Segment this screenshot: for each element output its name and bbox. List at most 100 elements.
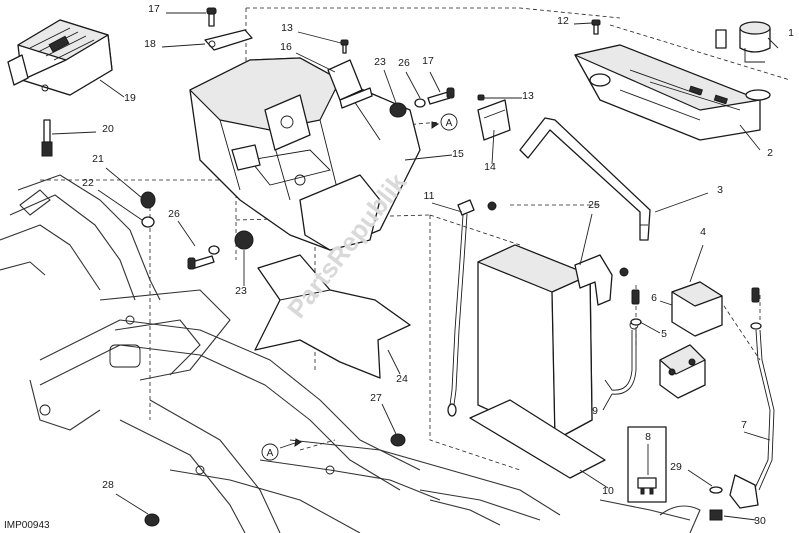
callout-number: 29 (670, 461, 682, 473)
fuse-inset-box (627, 426, 667, 503)
callout-number: 14 (484, 161, 496, 173)
callout-number: 18 (144, 38, 156, 50)
battery-tray (189, 57, 421, 251)
clip-bracket-14 (477, 94, 511, 141)
nut-28 (144, 513, 160, 527)
callout-number: 21 (92, 153, 104, 165)
nut-27 (390, 433, 406, 447)
callout-number: 3 (717, 184, 723, 196)
battery (477, 244, 593, 441)
callout-leader-line (579, 469, 609, 489)
callout-number: 8 (645, 431, 651, 443)
callout-leader-line (689, 244, 704, 283)
image-code: IMP00943 (4, 520, 50, 531)
bracket-plate (204, 29, 253, 51)
washer-nut-29-30 (709, 486, 723, 521)
bolts-washers-4-5 (630, 287, 762, 330)
grommet-spacer-bolt-lower (187, 230, 254, 270)
callout-leader-line (99, 79, 125, 98)
callout-leader-line (659, 300, 673, 306)
grommet-spacer-left (140, 191, 156, 228)
callout-number: 15 (452, 148, 464, 160)
callout-leader-line (573, 22, 593, 25)
callout-leader-line (97, 189, 143, 221)
callout-number: 17 (148, 3, 160, 15)
callout-leader-line (431, 202, 463, 213)
screw-13-left (340, 39, 349, 54)
callout-number: 11 (424, 190, 435, 202)
reference-mark-a-upper: A (431, 113, 458, 131)
callout-number: 24 (396, 373, 408, 385)
callout-number: 23 (374, 56, 386, 68)
callout-number: 17 (422, 55, 434, 67)
callout-number: 16 (280, 41, 292, 53)
callout-leader-line (295, 52, 336, 73)
callout-number: 22 (82, 177, 94, 189)
callout-number: 26 (398, 57, 410, 69)
callout-leader-line (51, 131, 97, 135)
callout-leaders (51, 12, 779, 521)
svg-text:A: A (267, 448, 274, 459)
callout-number: 2 (767, 147, 773, 159)
callout-numbers: 1234567891011121313141516171718192021222… (82, 3, 794, 527)
battery-cover-assembly (574, 44, 761, 141)
callout-number: 9 (592, 405, 598, 417)
terminal-bracket (574, 254, 629, 306)
battery-retaining-strap (519, 117, 651, 241)
battery-bracket-small (327, 59, 373, 109)
callout-leader-line (723, 515, 757, 521)
grommet-spacer-bolt-upper (389, 87, 455, 118)
callout-leader-line (579, 213, 593, 266)
tray-mat (254, 254, 411, 379)
reference-mark-a-lower: A (261, 438, 302, 461)
callout-leader-line (602, 393, 613, 411)
callout-leader-line (743, 431, 771, 441)
callout-leader-line (739, 124, 761, 151)
callout-number: 4 (700, 226, 706, 238)
callout-leader-line (405, 71, 421, 99)
callout-leader-line (383, 69, 397, 104)
callout-leader-line (161, 43, 206, 48)
rear-frame-section (429, 499, 701, 533)
callout-number: 27 (370, 392, 382, 404)
callout-number: 30 (754, 515, 766, 527)
motorcycle-frame (0, 174, 691, 533)
callout-leader-line (115, 493, 149, 515)
callout-number: 13 (522, 90, 534, 102)
callout-leader-line (639, 321, 661, 334)
callout-number: 23 (235, 285, 247, 297)
callout-leader-line (297, 31, 342, 44)
callout-leader-line (177, 220, 196, 247)
starter-cable (729, 329, 775, 509)
callout-leader-line (491, 129, 495, 165)
callout-leader-line (404, 154, 453, 161)
callout-number: 5 (661, 328, 667, 340)
callout-number: 10 (602, 485, 614, 497)
callout-leader-line (387, 349, 401, 375)
svg-text:A: A (446, 118, 453, 129)
callout-number: 20 (102, 123, 114, 135)
battery-pad (469, 399, 606, 479)
callout-number: 13 (281, 22, 293, 34)
callout-number: 19 (124, 92, 136, 104)
callout-number: 12 (557, 15, 569, 27)
screw-top (206, 7, 217, 27)
callout-leader-line (105, 167, 143, 199)
callout-leader-line (381, 403, 397, 435)
callout-number: 7 (741, 419, 747, 431)
callout-leader-line (767, 37, 779, 49)
callout-number: 25 (588, 199, 600, 211)
callout-leader-line (654, 192, 709, 213)
callout-number: 28 (102, 479, 114, 491)
callout-number: 6 (651, 292, 657, 304)
stud-bolt (41, 119, 53, 157)
positive-battery-cable (604, 320, 639, 395)
callout-number: 26 (168, 208, 180, 220)
callout-number: 1 (788, 27, 794, 39)
fuse-holder-cap (715, 21, 771, 101)
starter-relay (659, 281, 723, 399)
ecu-control-unit (7, 19, 113, 96)
callout-leader-line (429, 71, 441, 93)
